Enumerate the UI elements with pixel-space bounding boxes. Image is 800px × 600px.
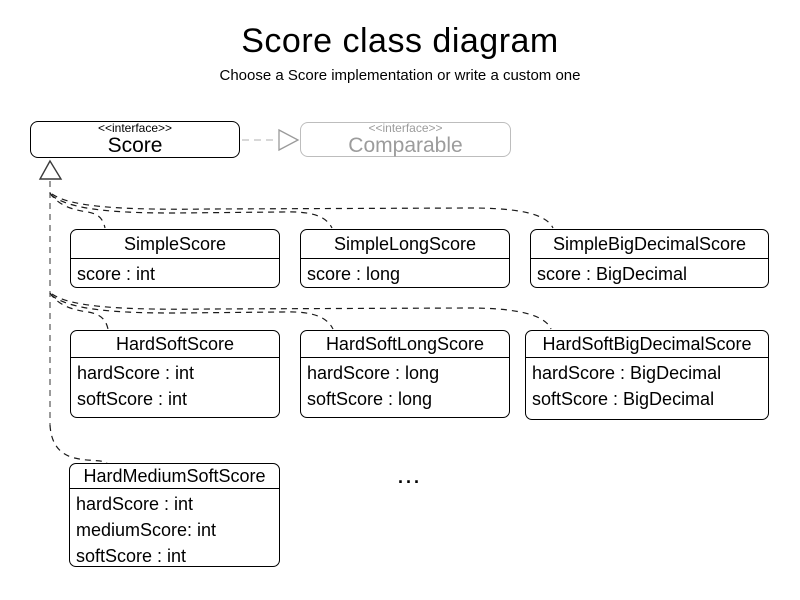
class-attribute: mediumScore: int [76, 520, 217, 540]
realization-triangle-icon [278, 128, 300, 152]
class-box-hardsoftscore: HardSoftScore hardScore : int softScore … [70, 330, 280, 418]
generalization-triangle-icon [38, 159, 63, 180]
class-box-simplescore: SimpleScore score : int [70, 229, 280, 288]
class-box-hardmediumsoftscore: HardMediumSoftScore hardScore : int medi… [69, 463, 280, 567]
class-box-simplelongscore: SimpleLongScore score : long [300, 229, 510, 288]
edge-to-simplebigdecimalscore [51, 193, 554, 229]
class-name: SimpleLongScore [301, 230, 509, 259]
page-subtitle: Choose a Score implementation or write a… [219, 67, 581, 84]
edge-to-hardsoftlongscore [50, 294, 334, 330]
class-attribute: score : long [307, 264, 401, 284]
class-name: HardSoftScore [71, 331, 279, 358]
page-title: Score class diagram [241, 22, 559, 60]
class-name: SimpleBigDecimalScore [531, 230, 768, 259]
stereotype-label: <<interface>> [368, 121, 443, 135]
interface-box-comparable: <<interface>> Comparable [300, 122, 511, 157]
class-attribute: softScore : int [76, 546, 187, 566]
edge-to-hardsoftbigdecimalscore [51, 293, 552, 330]
class-attribute: hardScore : int [77, 363, 195, 383]
class-name: HardSoftLongScore [301, 331, 509, 358]
class-attribute: hardScore : int [76, 494, 194, 514]
class-name: HardMediumSoftScore [70, 464, 279, 489]
edge-to-hardsoftscore [49, 292, 109, 330]
class-box-simplebigdecimalscore: SimpleBigDecimalScore score : BigDecimal [530, 229, 769, 288]
class-attribute: hardScore : BigDecimal [532, 363, 722, 383]
ellipsis-more-implementations: ... [398, 467, 423, 487]
class-attribute: softScore : BigDecimal [532, 389, 715, 409]
class-name: HardSoftBigDecimalScore [526, 331, 768, 358]
class-attribute: score : int [77, 264, 156, 284]
edge-to-hardmediumsoftscore [49, 424, 108, 464]
class-name: SimpleScore [71, 230, 279, 259]
interface-name: Score [107, 134, 163, 157]
class-box-hardsoftbigdecimalscore: HardSoftBigDecimalScore hardScore : BigD… [525, 330, 769, 420]
edge-to-simplelongscore [50, 194, 333, 229]
interface-name: Comparable [348, 134, 463, 157]
class-attribute: score : BigDecimal [537, 264, 688, 284]
interface-box-score: <<interface>> Score [30, 121, 240, 158]
stereotype-label: <<interface>> [97, 121, 173, 135]
class-box-hardsoftlongscore: HardSoftLongScore hardScore : long softS… [300, 330, 510, 418]
class-attribute: softScore : long [307, 389, 433, 409]
class-attribute: hardScore : long [307, 363, 440, 383]
edge-to-simplescore [49, 192, 106, 229]
class-attribute: softScore : int [77, 389, 188, 409]
